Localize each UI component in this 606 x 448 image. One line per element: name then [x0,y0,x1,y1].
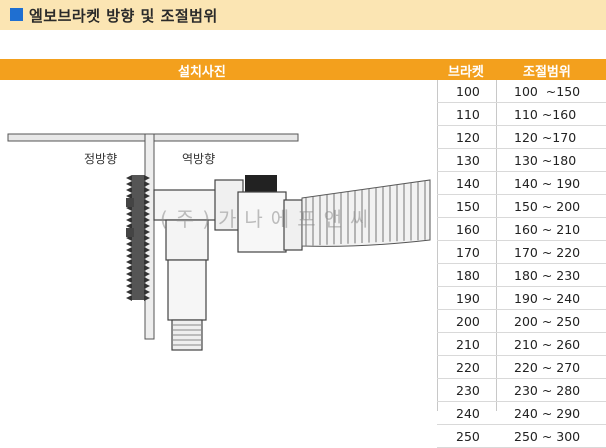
table-row: 120 120 ~170 [437,126,606,149]
bracket-size: 190 [456,291,480,306]
adjust-range: 240 ~ 290 [514,406,581,421]
flexible-hose [301,179,431,247]
adjust-range: 200 ~ 250 [514,314,581,329]
section-title: 엘보브라켓 방향 및 조절범위 [29,7,218,25]
bracket-size: 100 [456,84,480,99]
table-row: 200 200 ~ 250 [437,310,606,333]
table-row: 210 210 ~ 260 [437,333,606,356]
bracket-size: 200 [456,314,480,329]
table-row: 240 240 ~ 290 [437,402,606,425]
header-photo: 설치사진 [178,65,226,80]
adjust-range: 120 ~170 [514,130,577,145]
table-row: 180 180 ~ 230 [437,264,606,287]
column-divider [437,80,438,411]
label-forward-direction: 정방향 [84,150,118,167]
table-row: 160 160 ~ 210 [437,218,606,241]
bracket-size: 140 [456,176,480,191]
table-row: 250 250 ~ 300 [437,425,606,448]
table-row: 130 130 ~180 [437,149,606,172]
adjust-range: 190 ~ 240 [514,291,581,306]
table-header: 설치사진 브라켓 조절범위 [0,59,606,80]
bracket-size: 220 [456,360,480,375]
adjust-range: 160 ~ 210 [514,222,581,237]
watermark: (주)가나에프앤씨 [160,207,377,231]
bracket-size: 250 [456,429,480,444]
adjust-range: 250 ~ 300 [514,429,581,444]
title-bullet-icon [10,8,23,21]
bracket-size: 170 [456,245,480,260]
adjust-range: 130 ~180 [514,153,577,168]
elbow-bracket-illustration [7,133,431,351]
bracket-size: 120 [456,130,480,145]
table-row: 100 100 ~150 [437,80,606,103]
column-divider [496,80,497,411]
table-row: 150 150 ~ 200 [437,195,606,218]
adjust-range: 110 ~160 [514,107,577,122]
bracket-size: 160 [456,222,480,237]
header-bracket: 브라켓 [448,65,484,80]
bracket-size: 150 [456,199,480,214]
adjust-range: 180 ~ 230 [514,268,581,283]
section-title-bar: 엘보브라켓 방향 및 조절범위 [0,0,606,30]
adjust-range: 220 ~ 270 [514,360,581,375]
table-row: 220 220 ~ 270 [437,356,606,379]
label-reverse-direction: 역방향 [182,150,216,167]
table-row: 110 110 ~160 [437,103,606,126]
table-row: 140 140 ~ 190 [437,172,606,195]
table-row: 230 230 ~ 280 [437,379,606,402]
table-row: 190 190 ~ 240 [437,287,606,310]
adjust-range: 170 ~ 220 [514,245,581,260]
adjust-range: 210 ~ 260 [514,337,581,352]
installation-photo: 정방향 역방향 [0,80,437,411]
bracket-size: 240 [456,406,480,421]
adjust-range: 150 ~ 200 [514,199,581,214]
bracket-size: 210 [456,337,480,352]
bracket-size: 130 [456,153,480,168]
adjust-range: 230 ~ 280 [514,383,581,398]
header-range: 조절범위 [523,65,571,80]
bracket-size: 180 [456,268,480,283]
bracket-size: 110 [456,107,480,122]
adjust-range: 140 ~ 190 [514,176,581,191]
bracket-size: 230 [456,383,480,398]
adjust-range: 100 ~150 [514,84,581,99]
table-row: 170 170 ~ 220 [437,241,606,264]
